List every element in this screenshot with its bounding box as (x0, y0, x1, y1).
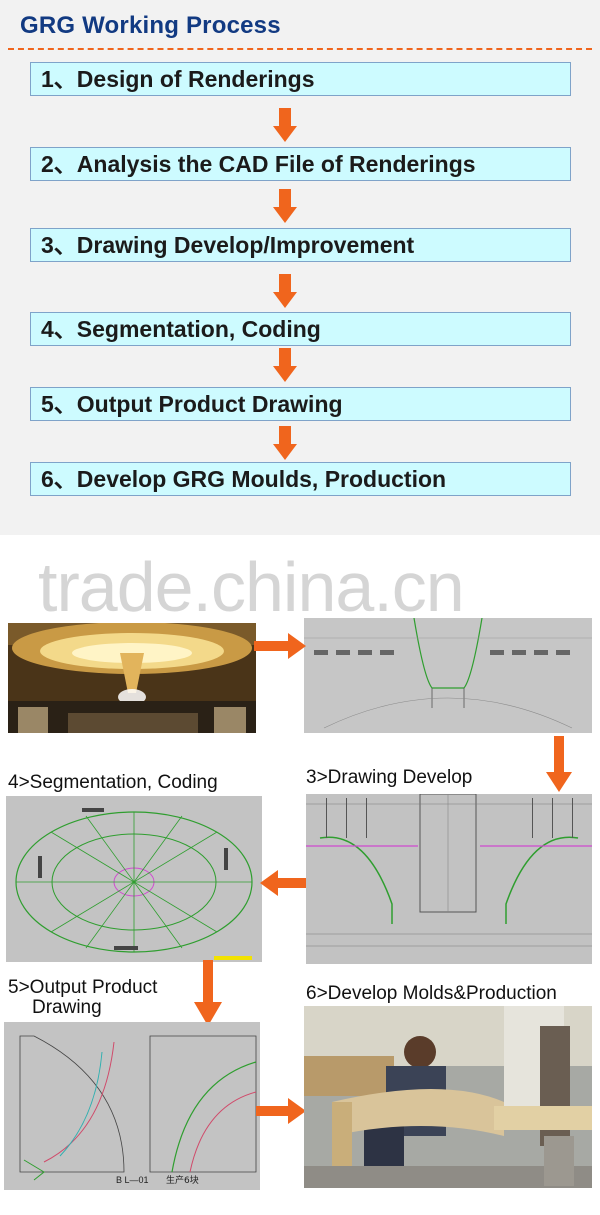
drawing-develop-caption: 3>Drawing Develop (306, 767, 473, 788)
drawing-develop-cad (306, 794, 592, 964)
cad-analysis-drawing (304, 618, 592, 733)
right-arrow-icon (254, 633, 306, 659)
segmentation-caption: 4>Segmentation, Coding (8, 772, 218, 793)
process-section: GRG Working Process 1、Design of Renderin… (0, 0, 600, 535)
down-arrow-icon (546, 736, 572, 792)
down-arrow-icon (273, 189, 297, 223)
output-caption-line2: Drawing (32, 997, 102, 1018)
part-note: 生产6块 (166, 1174, 199, 1186)
rendering-photo (8, 623, 256, 733)
down-arrow-icon (273, 348, 297, 382)
segmentation-drawing (6, 796, 262, 962)
output-caption-line1: 5>Output Product (8, 977, 158, 998)
down-arrow-icon (273, 426, 297, 460)
step-2-box: 2、Analysis the CAD File of Renderings (30, 147, 571, 181)
step-4-box: 4、Segmentation, Coding (30, 312, 571, 346)
step-1-box: 1、Design of Renderings (30, 62, 571, 96)
step-5-box: 5、Output Product Drawing (30, 387, 571, 421)
product-drawing: B L—01 生产6块 (4, 1022, 260, 1190)
right-arrow-icon (256, 1098, 306, 1124)
part-code: B L—01 (116, 1175, 149, 1185)
step-6-box: 6、Develop GRG Moulds, Production (30, 462, 571, 496)
left-arrow-icon (260, 870, 308, 896)
title-divider (8, 48, 592, 50)
workshop-photo (304, 1006, 592, 1188)
watermark: trade.china.cn (38, 548, 465, 626)
down-arrow-icon (194, 960, 222, 1026)
down-arrow-icon (273, 108, 297, 142)
molds-caption: 6>Develop Molds&Production (306, 983, 557, 1004)
down-arrow-icon (273, 274, 297, 308)
page-title: GRG Working Process (20, 12, 281, 39)
step-3-box: 3、Drawing Develop/Improvement (30, 228, 571, 262)
